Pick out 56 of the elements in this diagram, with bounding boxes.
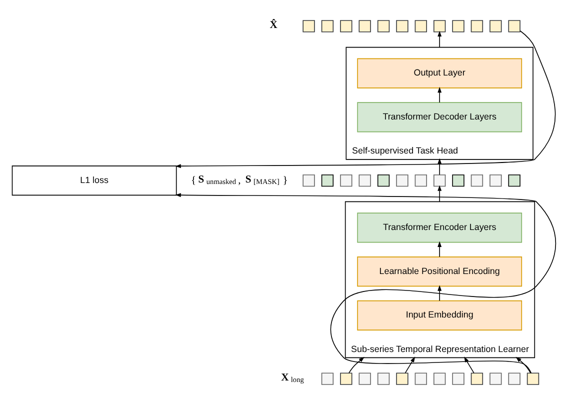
- arrow: [437, 185, 442, 202]
- node-box: [489, 372, 502, 385]
- node-box: Output Layer: [356, 58, 522, 88]
- node-box: [452, 20, 464, 32]
- arrow: [174, 30, 556, 168]
- node-box: [320, 372, 334, 385]
- node-box: [340, 174, 352, 187]
- node-box: [376, 372, 390, 385]
- node-box: [320, 174, 334, 187]
- node-box: [508, 20, 520, 32]
- node-box: [470, 174, 483, 187]
- node-box: [452, 174, 464, 187]
- node-box: L1 loss: [11, 166, 176, 196]
- node-box: [396, 372, 408, 385]
- label: Xlong: [280, 372, 304, 384]
- node-box: [414, 372, 426, 385]
- node-box: [376, 20, 390, 32]
- arrow: [348, 356, 364, 374]
- node-box: [358, 20, 370, 32]
- node-box: [489, 20, 502, 32]
- node-box: [396, 174, 408, 187]
- node-box: [340, 372, 352, 385]
- arrow: [437, 241, 442, 258]
- arrow: [404, 356, 415, 374]
- node-box: Transformer Decoder Layers: [356, 102, 522, 132]
- arrow: [437, 158, 442, 176]
- node-box: [302, 20, 314, 32]
- node-box: [433, 174, 446, 187]
- node-box: [526, 372, 539, 385]
- node-box: [433, 372, 446, 385]
- node-box: [414, 174, 426, 187]
- arrow: [437, 86, 442, 103]
- arrow: [437, 30, 442, 48]
- node-box: [508, 372, 520, 385]
- node-box: Learnable Positional Encoding: [356, 256, 522, 287]
- node-box: Transformer Encoder Layers: [356, 212, 522, 243]
- node-box: [320, 20, 334, 32]
- arrow: [174, 193, 556, 374]
- node-box: Input Embedding: [356, 300, 522, 330]
- node-box: [489, 174, 502, 187]
- node-box: [414, 20, 426, 32]
- node-box: [358, 372, 370, 385]
- node-box: [470, 372, 483, 385]
- arrow: [437, 285, 442, 302]
- node-box: [470, 20, 483, 32]
- label: {Sunmasked, S[MASK]}: [190, 174, 288, 186]
- arrow: [515, 356, 530, 374]
- node-box: [376, 174, 390, 187]
- node-box: [452, 372, 464, 385]
- node-box: [340, 20, 352, 32]
- node-box: [396, 20, 408, 32]
- node-box: [302, 174, 314, 187]
- node-box: [358, 174, 370, 187]
- node-box: [508, 174, 520, 187]
- label: X̂: [269, 20, 277, 32]
- node-box: [433, 20, 446, 32]
